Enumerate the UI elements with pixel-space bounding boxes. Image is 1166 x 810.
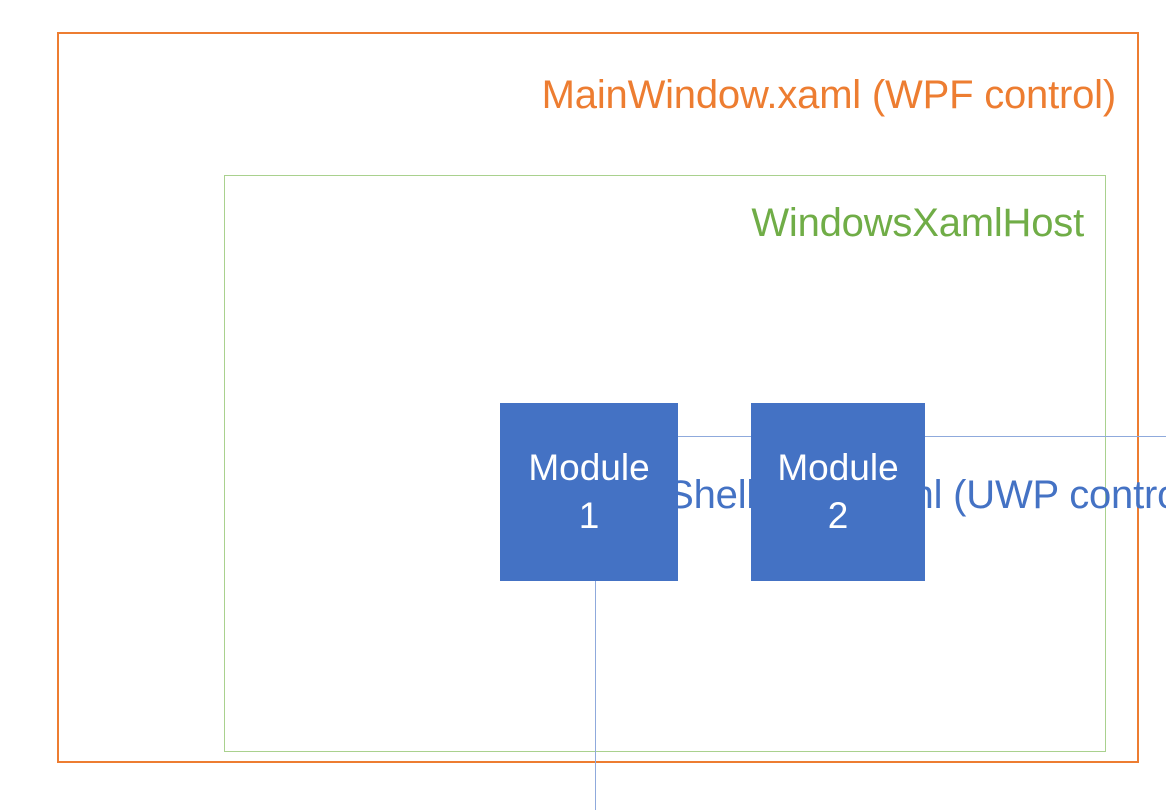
- layer-mainwindow-wpf: MainWindow.xaml (WPF control) WindowsXam…: [57, 32, 1166, 810]
- layer-label-windowsxamlhost: WindowsXamlHost: [751, 201, 1084, 245]
- module-2-line2: 2: [827, 495, 849, 536]
- module-2-line1: Module: [777, 447, 899, 488]
- module-box-1: Module 1: [500, 403, 678, 581]
- layer-label-mainwindow: MainWindow.xaml (WPF control): [541, 73, 1117, 117]
- module-1-line1: Module: [528, 447, 650, 488]
- module-box-2: Module 2: [751, 403, 925, 581]
- module-2-text: Module 2: [757, 444, 919, 540]
- module-1-line2: 1: [578, 495, 600, 536]
- module-1-text: Module 1: [506, 444, 672, 540]
